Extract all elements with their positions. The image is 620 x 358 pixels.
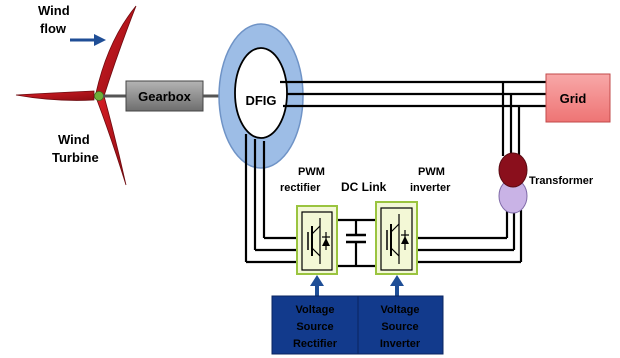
vs-inverter-label-line1: Voltage [381, 304, 420, 316]
wind-arrow-icon [70, 34, 106, 46]
voltage-source-inverter-box: Voltage Source Inverter [357, 295, 444, 355]
vs-rectifier-label-line2: Source [296, 321, 333, 333]
wind-flow-label-line1: Wind [38, 3, 70, 18]
grid-label: Grid [560, 91, 587, 106]
dc-link [337, 218, 376, 268]
dfig-label: DFIG [245, 93, 276, 108]
wind-flow-label-line2: flow [40, 21, 67, 36]
pwm-inverter-label-line1: PWM [418, 166, 445, 178]
transformer-taps [501, 82, 521, 156]
vs-rectifier-label-line3: Rectifier [293, 338, 338, 350]
pwm-rectifier-label-line2: rectifier [280, 182, 321, 194]
stator-lines [280, 80, 546, 108]
dc-link-label: DC Link [341, 180, 387, 194]
pwm-inverter-block [375, 201, 418, 275]
igbt-switch-icon [307, 218, 330, 264]
dfig-generator: DFIG [218, 23, 304, 169]
grid-block: Grid [545, 73, 611, 123]
rotor-lines [244, 134, 297, 264]
voltage-source-rectifier-box: Voltage Source Rectifier [271, 295, 359, 355]
rectifier-control-arrow-icon [310, 275, 324, 296]
vs-rectifier-label-line1: Voltage [296, 304, 335, 316]
pwm-rectifier-label-line1: PWM [298, 166, 325, 178]
gearbox-label: Gearbox [138, 89, 192, 104]
inverter-control-arrow-icon [390, 275, 404, 296]
transformer-icon [498, 152, 528, 214]
gearbox-block: Gearbox [125, 80, 204, 112]
transformer-label: Transformer [529, 175, 594, 187]
inverter-output-lines [417, 210, 523, 264]
wind-turbine-label-line2: Turbine [52, 150, 99, 165]
pwm-inverter-label-line2: inverter [410, 182, 451, 194]
wind-turbine-icon [15, 5, 137, 186]
vs-inverter-label-line2: Source [381, 321, 418, 333]
vs-inverter-label-line3: Inverter [380, 338, 421, 350]
igbt-switch-icon [386, 214, 409, 264]
wind-turbine-label-line1: Wind [58, 132, 90, 147]
pwm-rectifier-block [296, 205, 338, 275]
